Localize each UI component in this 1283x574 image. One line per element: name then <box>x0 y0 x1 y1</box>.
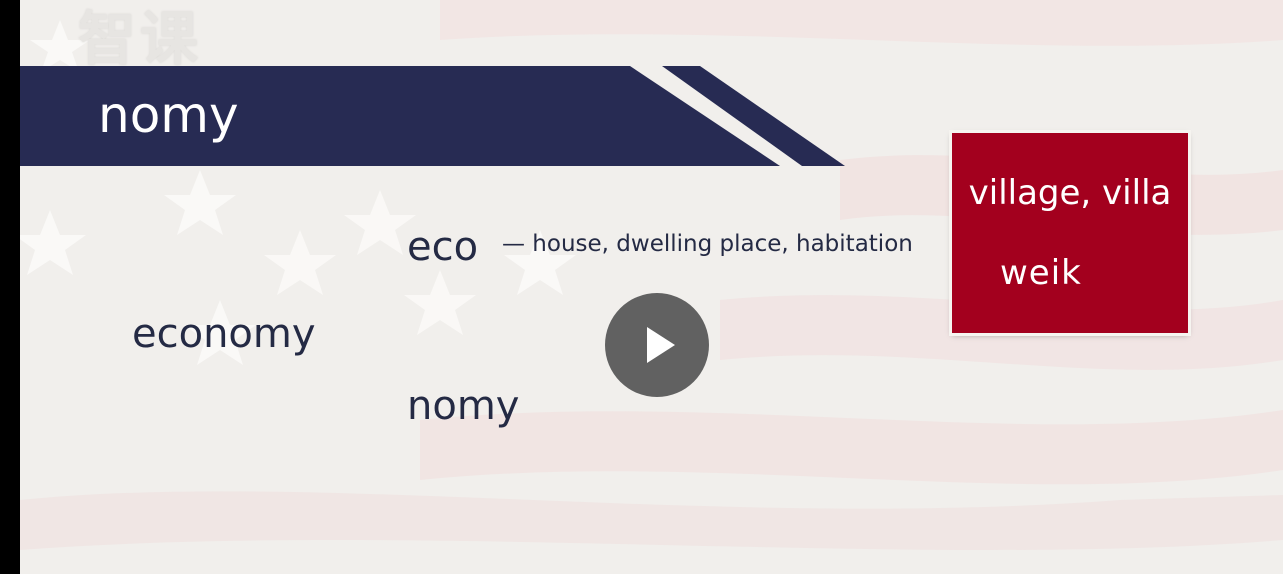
card-meaning: village, villa <box>968 173 1172 213</box>
root-nomy: nomy <box>407 383 520 429</box>
play-button[interactable] <box>605 293 709 397</box>
root-eco-definition: — house, dwelling place, habitation <box>502 231 913 257</box>
title-banner <box>20 66 845 166</box>
word-economy: economy <box>132 311 316 357</box>
banner-title: nomy <box>98 86 239 144</box>
watermark-logo: 智课 <box>78 5 203 73</box>
etymology-card: village, villa weik <box>952 133 1188 333</box>
root-eco: eco <box>407 224 479 270</box>
play-icon <box>647 327 675 363</box>
video-frame[interactable]: 智课 nomy eco — house, dwelling place, hab… <box>20 0 1283 574</box>
card-root: weik <box>1000 253 1082 293</box>
